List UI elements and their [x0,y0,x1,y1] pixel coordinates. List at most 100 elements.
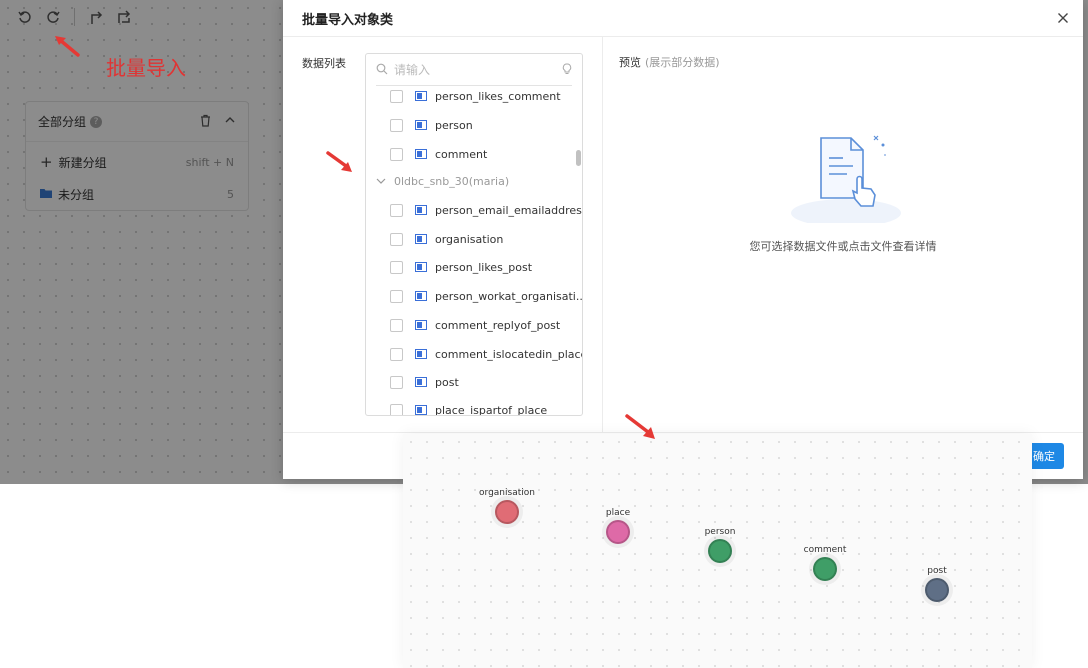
annotation-arrow-icon [55,36,80,57]
table-icon [415,120,427,130]
list-item-label: person [435,118,473,132]
preview-label: 预览 [619,56,641,69]
list-item-label: organisation [435,232,504,246]
graph-node-comment[interactable] [813,557,837,581]
list-item[interactable]: organisation [366,225,571,253]
checkbox[interactable] [390,203,403,217]
table-icon [415,262,427,272]
checkbox[interactable] [390,260,403,274]
node-label: place [605,508,631,518]
chevron-up-icon[interactable] [224,114,236,129]
node-label: organisation [479,488,535,498]
close-icon[interactable] [1055,10,1071,26]
tree-group-row[interactable]: 0ldbc_snb_30(maria) [366,169,571,193]
list-item[interactable]: comment_islocatedin_place [366,340,582,368]
new-group-button[interactable]: + 新建分组 shift + N [26,146,248,178]
data-list-items: person_likes_comment person comment [366,86,582,416]
table-icon [415,91,427,101]
table-icon [415,291,427,301]
trash-icon[interactable] [199,114,212,130]
checkbox[interactable] [390,89,403,103]
list-item-label: comment_islocatedin_place [435,347,582,361]
table-icon [415,405,427,415]
checkbox[interactable] [390,375,403,389]
empty-document-icon [791,135,901,223]
ungrouped-item[interactable]: 未分组 5 [26,178,248,210]
batch-import-dialog: 批量导入对象类 数据列表 [283,0,1083,479]
list-item[interactable]: person_likes_comment [366,86,571,110]
annotation-arrow-icon [326,151,352,172]
batch-import-icon[interactable] [87,8,105,26]
node-label: person [704,527,736,537]
annotation-arrow-icon [625,414,655,439]
checkbox[interactable] [390,403,403,415]
checkbox[interactable] [390,318,403,332]
list-item-label: post [435,375,459,389]
table-icon [415,320,427,330]
toolbar-divider [74,8,75,26]
checkbox[interactable] [390,232,403,246]
graph-node-person[interactable] [708,539,732,563]
search-bar [376,54,572,86]
list-item[interactable]: post [366,368,571,396]
tree-group-label: 0ldbc_snb_30(maria) [394,174,510,188]
table-icon [415,234,427,244]
data-list-pane: 数据列表 person_likes_comment [283,37,603,432]
checkbox[interactable] [390,289,403,303]
list-item[interactable]: person_email_emailaddress [366,196,582,224]
data-list-box: person_likes_comment person comment [365,53,583,416]
dialog-header: 批量导入对象类 [283,0,1083,37]
lightbulb-icon[interactable] [562,60,572,79]
empty-hint-text: 您可选择数据文件或点击文件查看详情 [749,240,937,253]
list-item[interactable]: person_likes_post [366,253,571,281]
list-item-label: person_likes_comment [435,89,561,103]
checkbox[interactable] [390,118,403,132]
chevron-down-icon[interactable] [376,175,386,188]
list-item[interactable]: person [366,111,571,139]
table-icon [415,205,427,215]
list-item[interactable]: comment [366,140,571,168]
search-input[interactable] [394,62,562,77]
list-scrollbar[interactable] [576,150,581,166]
node-label: comment [803,545,847,555]
graph-canvas-preview: organisation place person comment post [403,434,1032,668]
undo-icon[interactable] [16,8,34,26]
group-panel: 全部分组 ? + 新建分组 shift + N 未分组 [25,101,249,211]
graph-node-place[interactable] [606,520,630,544]
table-icon [415,377,427,387]
group-panel-header: 全部分组 ? [26,102,248,142]
folder-icon [40,187,52,201]
node-label: post [927,566,947,576]
checkbox[interactable] [390,147,403,161]
list-item-label: person_email_emailaddress [435,203,582,217]
plus-icon: + [40,153,53,171]
group-panel-title: 全部分组 [38,115,87,129]
new-group-label: 新建分组 [58,155,107,170]
background-toolbar [0,0,300,34]
data-list-label: 数据列表 [302,57,346,70]
new-group-shortcut: shift + N [185,155,234,169]
graph-node-organisation[interactable] [495,500,519,524]
list-item[interactable]: place_ispartof_place [366,396,571,416]
list-item-label: comment [435,147,488,161]
table-icon [415,149,427,159]
dialog-title: 批量导入对象类 [302,12,394,28]
graph-node-post[interactable] [925,578,949,602]
list-item-label: place_ispartof_place [435,403,548,416]
checkbox[interactable] [390,347,403,361]
ungrouped-count: 5 [227,187,234,201]
list-item[interactable]: comment_replyof_post [366,311,571,339]
preview-sublabel: (展示部分数据) [645,56,720,69]
preview-pane: 预览 (展示部分数据) 您可选择数据文件或点击文件查看详情 [603,37,1083,432]
list-item[interactable]: person_workat_organisati... [366,282,582,310]
table-icon [415,349,427,359]
annotation-label: 批量导入 [106,56,186,80]
help-icon[interactable]: ? [90,115,103,128]
preview-header: 预览 (展示部分数据) [619,54,720,70]
export-icon[interactable] [115,8,133,26]
ungrouped-label: 未分组 [58,187,95,202]
list-item-label: person_workat_organisati... [435,289,582,303]
search-icon [376,60,388,79]
redo-icon[interactable] [44,8,62,26]
